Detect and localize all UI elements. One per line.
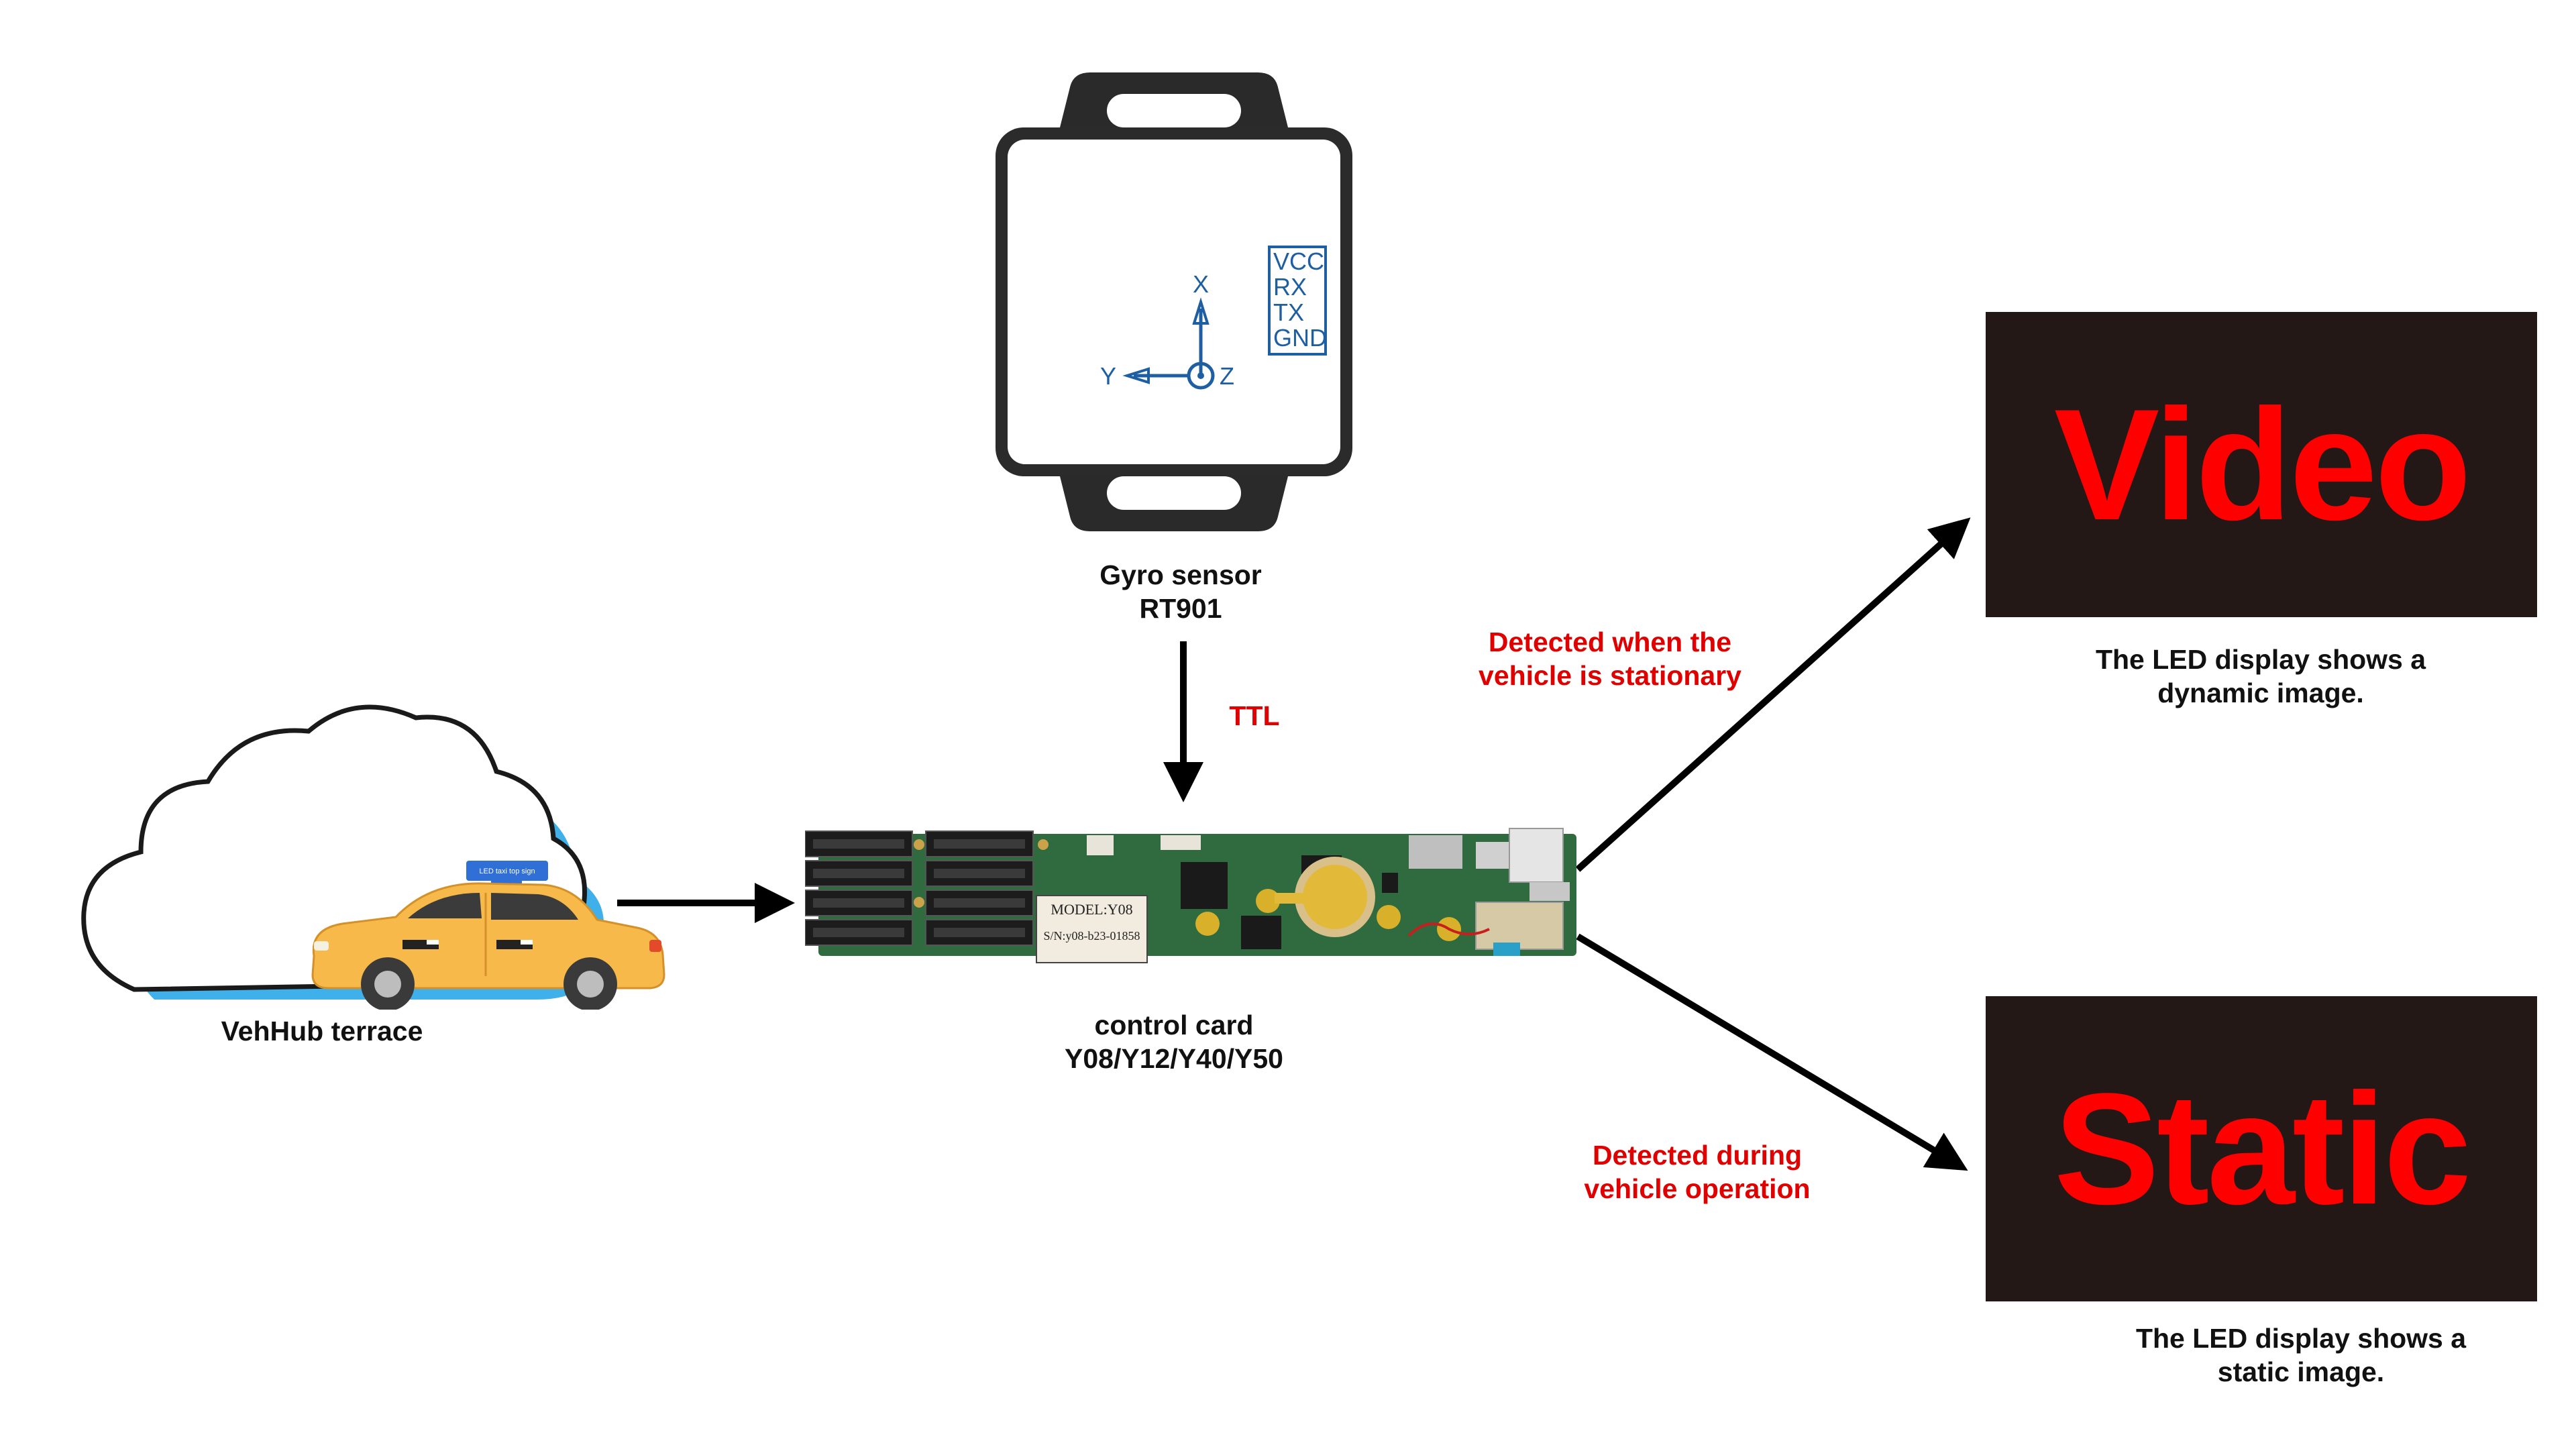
control-card-board <box>805 828 1576 963</box>
video-caption-line2: dynamic image. <box>2157 678 2364 708</box>
arrow-card-to-static <box>1576 933 1968 1171</box>
control-card-caption-name: control card <box>1094 1010 1254 1040</box>
led-display-static-text: Static <box>2053 1060 2472 1238</box>
sensor-caption-name: Gyro sensor <box>1099 559 1262 590</box>
ttl-label: TTL <box>1229 700 1280 731</box>
stationary-note-line1: Detected when the <box>1488 627 1732 657</box>
gyro-sensor-body <box>996 72 1352 531</box>
video-caption-line1: The LED display shows a <box>2095 644 2426 675</box>
led-display-video-text: Video <box>2053 376 2471 553</box>
taxi-car-icon <box>311 861 665 1010</box>
pin-label-rx: RX <box>1273 273 1307 301</box>
static-caption-line1: The LED display shows a <box>2135 1323 2467 1354</box>
control-card-serial-label: S/N:y08-b23-01858 <box>1043 929 1140 943</box>
vehicle-cloud-group: LED taxi top sign <box>67 684 671 1020</box>
control-card: MODEL:Y08 S/N:y08-b23-01858 <box>805 822 1583 969</box>
axis-y-label: Y <box>1100 362 1117 390</box>
stationary-note-line2: vehicle is stationary <box>1479 660 1741 691</box>
operation-note-line2: vehicle operation <box>1584 1173 1811 1204</box>
axis-z-label: Z <box>1220 362 1234 390</box>
gyro-sensor: VCC RX TX GND X Y Z <box>993 67 1355 537</box>
led-display-static: Static <box>1986 996 2537 1301</box>
led-display-video: Video <box>1986 312 2537 617</box>
video-display-caption: The LED display shows a dynamic image. <box>2053 643 2469 710</box>
control-card-caption-models: Y08/Y12/Y40/Y50 <box>1065 1043 1283 1074</box>
pin-label-vcc: VCC <box>1273 248 1325 275</box>
vehicle-caption: VehHub terrace <box>221 1016 423 1046</box>
operation-detection-note: Detected during vehicle operation <box>1529 1138 1865 1205</box>
operation-note-line1: Detected during <box>1592 1140 1803 1171</box>
taxi-roof-sign-label: LED taxi top sign <box>479 867 535 875</box>
sensor-caption-model: RT901 <box>1139 593 1222 624</box>
sensor-caption: Gyro sensor RT901 <box>1040 558 1322 625</box>
control-card-model-label: MODEL:Y08 <box>1051 901 1133 918</box>
axis-x-label: X <box>1193 270 1210 298</box>
pin-label-tx: TX <box>1273 299 1305 326</box>
control-card-caption: control card Y08/Y12/Y40/Y50 <box>1013 1008 1335 1075</box>
arrow-card-to-video <box>1575 517 1971 872</box>
pin-label-gnd: GND <box>1273 324 1327 352</box>
stationary-detection-note: Detected when the vehicle is stationary <box>1442 625 1778 692</box>
static-caption-line2: static image. <box>2217 1356 2385 1387</box>
static-display-caption: The LED display shows a static image. <box>2093 1322 2509 1389</box>
